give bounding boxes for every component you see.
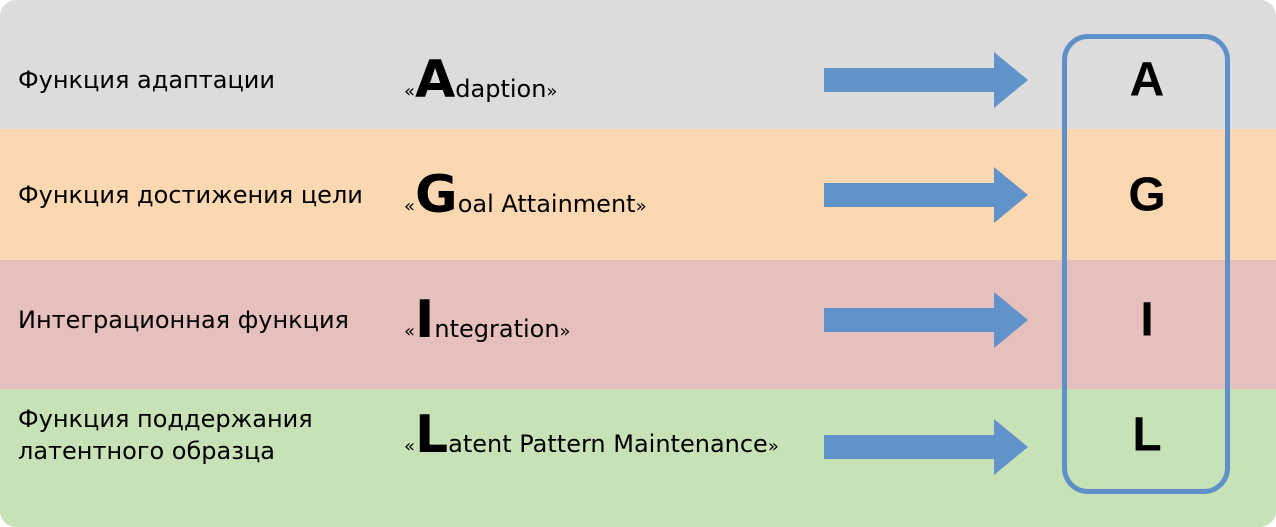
row-goal-attainment: Функция достижения цели «Goal Attainment… (0, 135, 1276, 255)
term-rest: daption (455, 75, 547, 103)
agil-letter: I (1140, 293, 1154, 347)
agil-letter: A (1129, 53, 1165, 107)
function-label: Функция достижения цели (18, 181, 363, 209)
open-quote: « (404, 196, 416, 217)
function-label: Функция поддержания латентного образца (18, 405, 313, 465)
function-label: Функция адаптации (18, 66, 275, 94)
term-text: «Goal Attainment» (404, 169, 647, 221)
term-text: «Adaption» (404, 54, 557, 106)
close-quote: » (546, 81, 558, 102)
agil-frame (1062, 34, 1230, 494)
term-text: «Latent Pattern Maintenance» (404, 409, 779, 461)
open-quote: « (404, 321, 416, 342)
right-arrow-icon (824, 167, 1028, 223)
close-quote: » (635, 196, 647, 217)
row-adaption: Функция адаптации «Adaption» A (0, 20, 1276, 140)
open-quote: « (404, 81, 416, 102)
agil-letter: L (1132, 408, 1162, 462)
term-initial: G (415, 165, 458, 225)
term-rest: ntegration (434, 315, 560, 343)
right-arrow-icon (824, 292, 1028, 348)
close-quote: » (767, 436, 779, 457)
function-label: Интеграционная функция (18, 306, 349, 334)
term-initial: L (415, 405, 449, 465)
term-initial: A (415, 50, 456, 110)
right-arrow-icon (824, 52, 1028, 108)
close-quote: » (559, 321, 571, 342)
row-latency: Функция поддержания латентного образца «… (0, 375, 1276, 495)
term-rest: atent Pattern Maintenance (448, 430, 768, 458)
open-quote: « (404, 436, 416, 457)
term-text: «Integration» (404, 294, 571, 346)
right-arrow-icon (824, 419, 1028, 475)
row-integration: Интеграционная функция «Integration» I (0, 260, 1276, 380)
term-rest: oal Attainment (457, 190, 636, 218)
agil-letter: G (1128, 168, 1166, 222)
term-initial: I (415, 290, 435, 350)
